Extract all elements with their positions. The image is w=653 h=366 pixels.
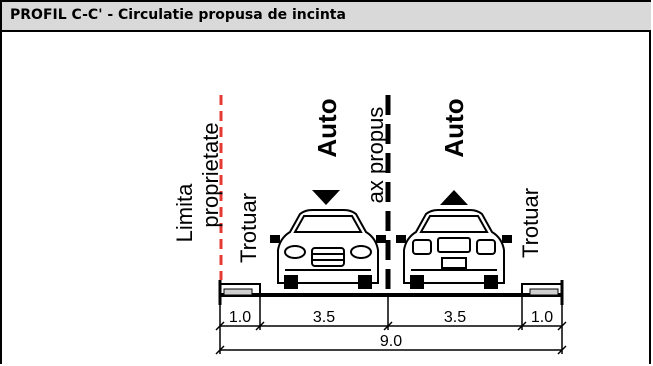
dimension-row-1 [215,296,567,354]
dim-lane-left: 3.5 [313,309,335,326]
dim-total: 9.0 [380,333,402,350]
up-arrow-icon [440,190,468,205]
auto-right-label: Auto [439,98,469,157]
trotuar-left-label: Trotuar [236,193,261,263]
curb-right [529,288,559,296]
dim-sidewalk-left: 1.0 [229,309,251,326]
auto-left-label: Auto [312,98,342,157]
dimension-row-2 [215,345,567,355]
car-front-icon [270,209,386,289]
dim-sidewalk-right: 1.0 [531,309,553,326]
page-title: PROFIL C-C' - Circulatie propusa de inci… [10,7,346,23]
limita-label: Limita [172,183,197,242]
ax-propus-label: ax propus [363,107,388,204]
down-arrow-icon [312,190,340,205]
car-rear-icon [396,209,512,289]
header-bar: PROFIL C-C' - Circulatie propusa de inci… [2,2,651,32]
trotuar-right-label: Trotuar [518,188,543,258]
proprietate-label: proprietate [198,122,223,227]
curb-left [223,288,253,296]
dim-lane-right: 3.5 [444,309,466,326]
